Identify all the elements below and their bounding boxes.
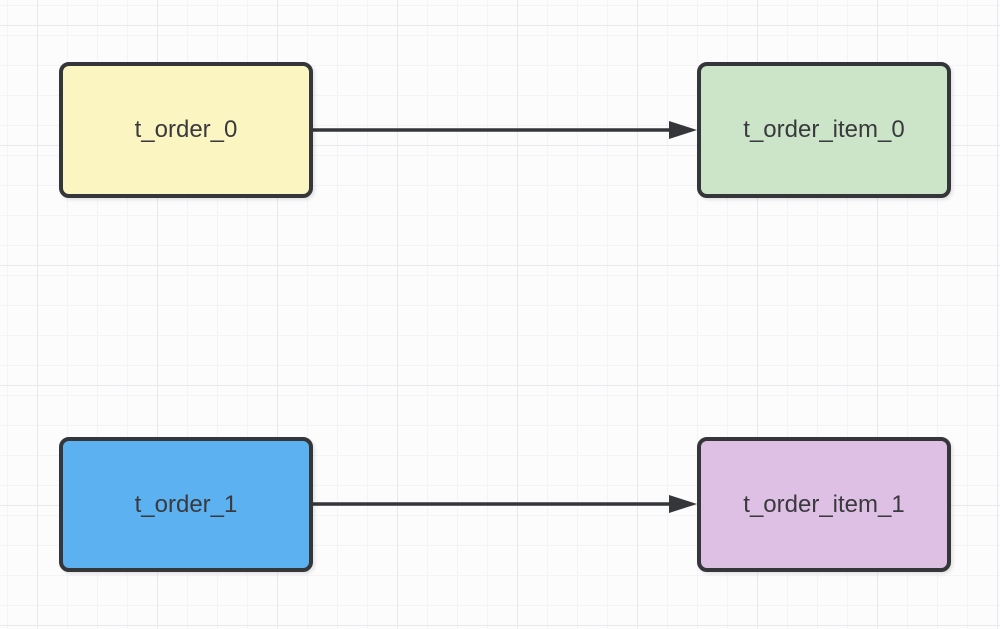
arrowhead-icon bbox=[669, 121, 697, 139]
arrowhead-icon bbox=[669, 495, 697, 513]
node-t-order-item-1[interactable]: t_order_item_1 bbox=[697, 437, 951, 572]
node-t-order-item-0[interactable]: t_order_item_0 bbox=[697, 62, 951, 198]
node-label: t_order_item_0 bbox=[743, 116, 905, 143]
edge-t-order-1-to-t-order-item-1[interactable] bbox=[313, 495, 697, 513]
edge-t-order-0-to-t-order-item-0[interactable] bbox=[313, 121, 697, 139]
node-label: t_order_0 bbox=[134, 116, 238, 143]
node-t-order-0[interactable]: t_order_0 bbox=[59, 62, 313, 198]
node-label: t_order_item_1 bbox=[743, 490, 905, 518]
node-t-order-1[interactable]: t_order_1 bbox=[59, 437, 313, 572]
node-label: t_order_1 bbox=[134, 490, 238, 518]
